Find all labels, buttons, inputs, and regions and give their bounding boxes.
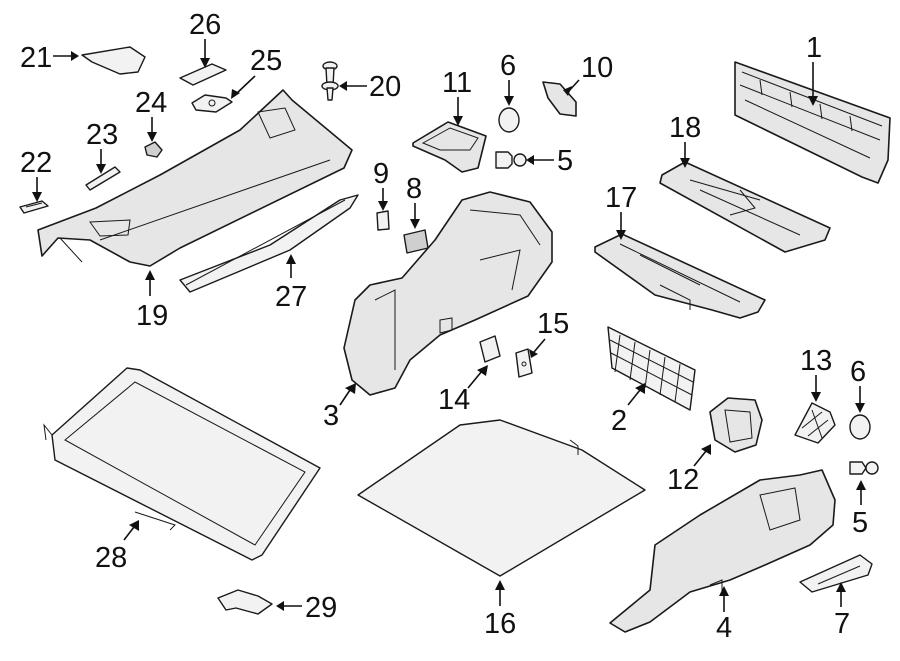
callout-28: 28 [95, 520, 139, 574]
svg-text:10: 10 [581, 52, 613, 84]
svg-text:28: 28 [95, 542, 127, 574]
callout-5-lower: 5 [852, 480, 868, 539]
part-18-floor-panel [659, 161, 831, 253]
part-13-grille [794, 402, 836, 444]
part-11-storage-bin [412, 121, 487, 173]
part-4-side-trim [609, 469, 836, 633]
callout-1: 1 [806, 32, 822, 106]
part-19-package-shelf [37, 89, 353, 267]
svg-text:7: 7 [834, 608, 850, 640]
part-22-badge [19, 200, 49, 214]
callout-23: 23 [86, 119, 118, 174]
svg-text:26: 26 [189, 9, 221, 41]
svg-text:3: 3 [323, 400, 339, 432]
part-23-strip [85, 166, 121, 191]
part-15-plate [515, 348, 533, 378]
svg-text:13: 13 [800, 345, 832, 377]
callout-8: 8 [406, 173, 422, 229]
svg-text:17: 17 [605, 182, 637, 214]
svg-text:25: 25 [250, 45, 282, 77]
svg-text:8: 8 [406, 173, 422, 205]
callout-19: 19 [136, 270, 168, 332]
part-16-floor-mat [357, 419, 646, 577]
part-20-screw [321, 61, 339, 101]
svg-text:11: 11 [442, 67, 472, 99]
callout-25: 25 [231, 45, 282, 99]
callout-18: 18 [669, 112, 701, 168]
callout-17: 17 [605, 182, 637, 240]
part-5-push-pin-upper [495, 151, 527, 169]
callout-4: 4 [716, 586, 732, 644]
part-6-cap-upper [498, 107, 520, 133]
svg-text:2: 2 [611, 405, 627, 437]
part-17-storage-tray [594, 233, 766, 319]
callout-16: 16 [484, 580, 516, 640]
svg-text:6: 6 [850, 356, 866, 388]
part-3-side-trim [343, 191, 553, 396]
callout-26: 26 [189, 9, 221, 68]
callout-27: 27 [275, 254, 307, 313]
callout-14: 14 [438, 365, 488, 416]
svg-text:15: 15 [537, 308, 569, 340]
callout-9: 9 [373, 158, 389, 211]
svg-text:23: 23 [86, 119, 118, 151]
part-2-cargo-net [607, 326, 696, 411]
callout-6-upper: 6 [500, 50, 516, 106]
part-24-clip [144, 141, 163, 158]
svg-text:18: 18 [669, 112, 701, 144]
svg-text:19: 19 [136, 300, 168, 332]
callout-13: 13 [800, 345, 832, 402]
callout-6-lower: 6 [850, 356, 866, 413]
part-29-bracket [217, 589, 273, 615]
callout-2: 2 [611, 383, 645, 437]
svg-text:1: 1 [806, 32, 822, 64]
svg-text:21: 21 [20, 42, 52, 74]
callout-5-upper: 5 [526, 145, 573, 177]
part-10-clip [542, 81, 577, 117]
callout-11: 11 [442, 67, 472, 126]
svg-text:20: 20 [369, 71, 401, 103]
part-25-bracket [191, 94, 233, 113]
svg-text:5: 5 [557, 145, 573, 177]
part-14-cap [479, 335, 501, 363]
svg-text:9: 9 [373, 158, 389, 190]
svg-text:16: 16 [484, 608, 516, 640]
callout-15: 15 [529, 308, 569, 358]
part-7-bracket [799, 554, 873, 593]
callout-22: 22 [20, 147, 52, 202]
svg-text:12: 12 [667, 464, 699, 496]
callout-12: 12 [667, 444, 711, 496]
callout-20: 20 [339, 71, 401, 103]
part-6-cap-lower [849, 414, 871, 440]
svg-text:4: 4 [716, 612, 732, 644]
part-8-cover [403, 229, 429, 254]
svg-text:5: 5 [852, 507, 868, 539]
svg-text:29: 29 [305, 592, 337, 624]
part-27-trim-strip [179, 194, 359, 293]
part-26-cover-plate [179, 63, 227, 86]
callout-3: 3 [323, 383, 356, 432]
part-28-cargo-cover [43, 367, 321, 561]
part-21-cover [81, 46, 146, 75]
svg-text:6: 6 [500, 50, 516, 82]
part-1-rear-panel [734, 61, 891, 184]
callout-10: 10 [563, 52, 613, 96]
svg-text:14: 14 [438, 384, 470, 416]
callout-29: 29 [276, 592, 337, 624]
part-12-cover [709, 397, 763, 453]
part-5-push-pin-lower [849, 461, 879, 475]
part-9-clip [376, 210, 390, 231]
callout-7: 7 [834, 582, 850, 640]
svg-text:27: 27 [275, 281, 307, 313]
svg-text:22: 22 [20, 147, 52, 179]
callout-24: 24 [135, 87, 167, 142]
callout-21: 21 [20, 42, 79, 74]
svg-text:24: 24 [135, 87, 167, 119]
